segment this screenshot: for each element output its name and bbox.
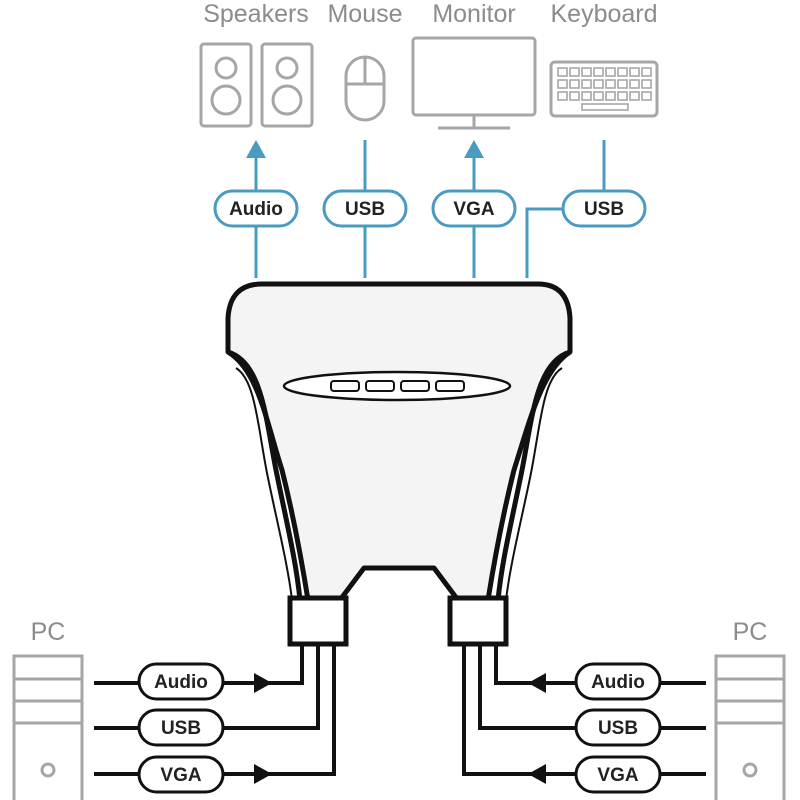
left-vga-arrow-icon [254,764,272,784]
left-usb-label: USB [161,718,201,739]
left-audio-arrow-icon [254,673,272,693]
right-vga-arrow-icon [528,764,546,784]
top-audio-pill: Audio [213,189,299,228]
keyboard-icon [549,60,659,118]
right-audio-label: Audio [591,672,645,693]
keyboard-key [617,67,628,77]
keyboard-key [629,91,640,101]
keyboard-key [605,91,616,101]
keyboard-key [569,91,580,101]
port-button-4[interactable] [435,380,465,392]
keyboard-key [593,67,604,77]
top-audio-label: Audio [229,199,283,220]
right-connector-block [447,595,509,647]
right-usb-label: USB [598,718,638,739]
right-pc-label: PC [733,618,768,646]
keyboard-key [617,79,628,89]
monitor-icon [411,36,537,130]
keyboard-key [629,67,640,77]
left-pc-tower-icon [12,654,84,800]
button-panel [282,370,512,402]
left-connector-block [287,595,349,647]
left-audio-pill: Audio [137,662,225,701]
right-vga-pill: VGA [574,755,662,794]
monitor-label: Monitor [432,0,515,28]
port-button-1[interactable] [330,380,360,392]
keyboard-key [593,91,604,101]
left-vga-label: VGA [160,765,201,786]
top-usb-keyboard-pill: USB [561,189,647,228]
left-usb-pill: USB [137,708,225,747]
right-pc-tower-icon [714,654,786,800]
port-button-3[interactable] [400,380,430,392]
keyboard-key [581,79,592,89]
keyboard-key [569,79,580,89]
top-vga-pill: VGA [431,189,517,228]
keyboard-spacebar [581,103,629,111]
keyboard-key [569,67,580,77]
keyboard-key [605,79,616,89]
keyboard-key [629,79,640,89]
right-audio-arrow-icon [528,673,546,693]
keyboard-key [557,67,568,77]
right-pc-cables [462,644,706,776]
keyboard-key [581,67,592,77]
keyboard-key [557,91,568,101]
right-vga-label: VGA [597,765,638,786]
mouse-label: Mouse [327,0,402,28]
keyboard-key [641,79,652,89]
left-audio-label: Audio [154,672,208,693]
left-pc-cables [94,644,336,776]
keyboard-key [593,79,604,89]
monitor-arrow-icon [464,140,484,158]
top-usb-keyboard-label: USB [584,199,624,220]
mouse-icon [344,55,386,122]
speakers-arrow-icon [246,140,266,158]
top-usb-mouse-label: USB [345,199,385,220]
top-usb-mouse-pill: USB [322,189,408,228]
keyboard-key [641,67,652,77]
keyboard-key [581,91,592,101]
keyboard-key [617,91,628,101]
right-audio-pill: Audio [574,662,662,701]
right-usb-pill: USB [574,708,662,747]
port-button-2[interactable] [365,380,395,392]
left-pc-label: PC [31,618,66,646]
top-vga-label: VGA [453,199,494,220]
keyboard-key [605,67,616,77]
keyboard-key [557,79,568,89]
left-vga-pill: VGA [137,755,225,794]
keyboard-key [641,91,652,101]
keyboard-label: Keyboard [550,0,657,28]
top-cables [254,140,606,278]
kvm-switch-body [225,281,573,647]
speakers-icon [199,42,314,128]
speakers-label: Speakers [203,0,309,28]
